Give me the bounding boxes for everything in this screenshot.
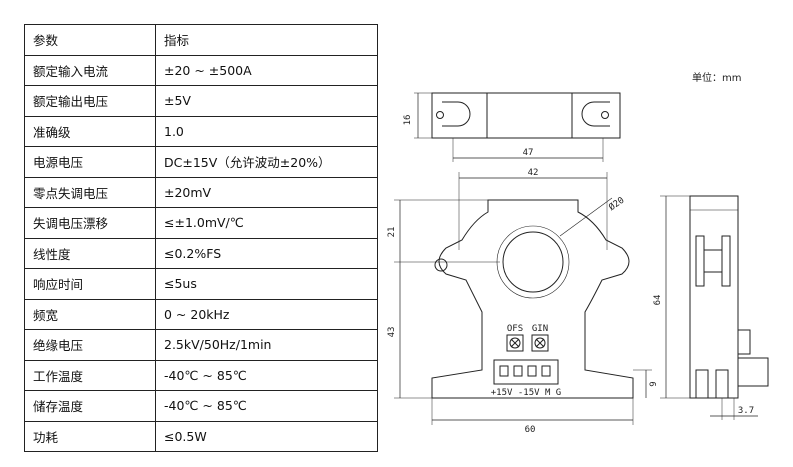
dim-upper-height: 21 bbox=[387, 227, 397, 238]
row-param: 功耗 bbox=[24, 420, 156, 452]
dim-foot-height: 9 bbox=[649, 381, 659, 386]
table-row: 响应时间≤5us bbox=[24, 268, 378, 300]
table-row: 储存温度-40℃ ~ 85℃ bbox=[24, 390, 378, 422]
header-param: 参数 bbox=[24, 24, 156, 56]
row-param: 频宽 bbox=[24, 298, 156, 330]
row-param: 绝缘电压 bbox=[24, 329, 156, 361]
dimension-drawing: 16 47 42 Ø20 21 43 60 9 64 3.7 OFS GIN +… bbox=[387, 92, 769, 435]
connector-pin-labels: +15V -15V M G bbox=[491, 388, 561, 398]
pot-label-ofs: OFS bbox=[507, 324, 523, 334]
row-param: 失调电压漂移 bbox=[24, 207, 156, 239]
table-row: 额定输入电流±20 ~ ±500A bbox=[24, 54, 378, 86]
row-param: 响应时间 bbox=[24, 268, 156, 300]
table-row: 功耗≤0.5W bbox=[24, 420, 378, 452]
row-value: ±20 ~ ±500A bbox=[155, 54, 378, 86]
table-row: 额定输出电压±5V bbox=[24, 85, 378, 117]
row-param: 额定输出电压 bbox=[24, 85, 156, 117]
row-param: 零点失调电压 bbox=[24, 176, 156, 208]
dim-lower-height: 43 bbox=[387, 327, 397, 338]
row-param: 准确级 bbox=[24, 115, 156, 147]
row-value: -40℃ ~ 85℃ bbox=[155, 390, 378, 422]
row-value: ≤0.2%FS bbox=[155, 237, 378, 269]
row-value: -40℃ ~ 85℃ bbox=[155, 359, 378, 391]
row-value: 0 ~ 20kHz bbox=[155, 298, 378, 330]
row-param: 工作温度 bbox=[24, 359, 156, 391]
side-view bbox=[660, 195, 769, 420]
row-param: 储存温度 bbox=[24, 390, 156, 422]
row-param: 额定输入电流 bbox=[24, 54, 156, 86]
header-value: 指标 bbox=[155, 24, 378, 56]
row-value: ≤5us bbox=[155, 268, 378, 300]
dim-hole-diameter: Ø20 bbox=[607, 195, 627, 213]
table-header-row: 参数 指标 bbox=[24, 24, 378, 56]
dim-hole-spacing: 42 bbox=[528, 168, 539, 178]
front-view bbox=[394, 172, 652, 425]
pot-label-gin: GIN bbox=[532, 324, 548, 334]
row-value: 1.0 bbox=[155, 115, 378, 147]
row-value: ≤0.5W bbox=[155, 420, 378, 452]
dim-total-height: 64 bbox=[653, 295, 663, 306]
table-row: 失调电压漂移≤±1.0mV/℃ bbox=[24, 207, 378, 239]
dim-side-offset: 3.7 bbox=[738, 406, 754, 416]
dim-top-width: 47 bbox=[523, 148, 534, 158]
table-row: 线性度≤0.2%FS bbox=[24, 237, 378, 269]
top-view bbox=[414, 92, 621, 162]
row-value: 2.5kV/50Hz/1min bbox=[155, 329, 378, 361]
table-row: 零点失调电压±20mV bbox=[24, 176, 378, 208]
row-value: ±20mV bbox=[155, 176, 378, 208]
row-value: ±5V bbox=[155, 85, 378, 117]
dim-base-width: 60 bbox=[525, 425, 536, 435]
row-value: DC±15V（允许波动±20%） bbox=[155, 146, 378, 178]
table-row: 工作温度-40℃ ~ 85℃ bbox=[24, 359, 378, 391]
row-value: ≤±1.0mV/℃ bbox=[155, 207, 378, 239]
row-param: 线性度 bbox=[24, 237, 156, 269]
row-param: 电源电压 bbox=[24, 146, 156, 178]
unit-label: 单位：mm bbox=[692, 73, 742, 84]
dim-top-height: 16 bbox=[403, 115, 413, 126]
